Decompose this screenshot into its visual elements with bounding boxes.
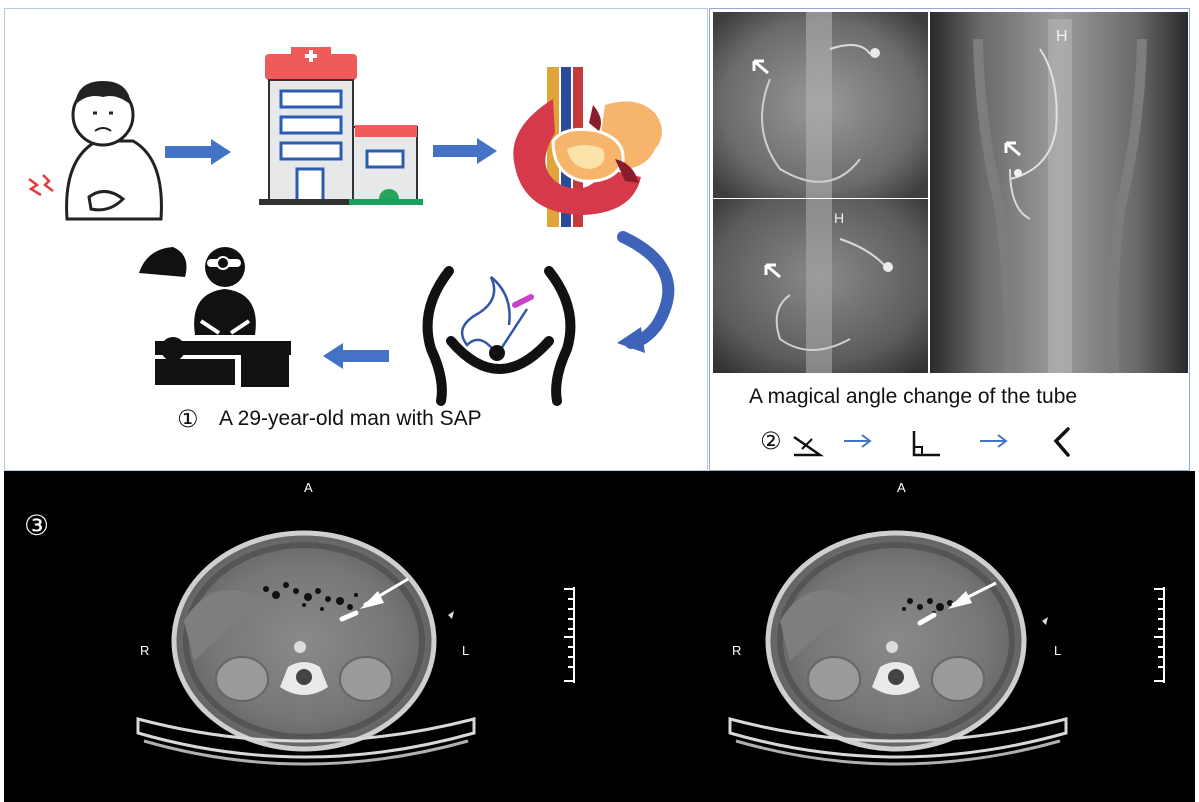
tube-angle-sequence: ② (760, 427, 1070, 457)
ct-slice-right: A R L (728, 480, 1165, 766)
xray-label-bottom: H (1056, 28, 1068, 45)
ct-left-left-label: L (462, 643, 469, 658)
xray-panel: H H A magical angle change of the tube ② (709, 8, 1190, 471)
hospital-icon (259, 47, 423, 205)
clinical-course-panel: ① A 29-year-old man with SAP (4, 8, 708, 471)
right-angle-icon (912, 431, 940, 457)
arrow-right-icon (980, 434, 1008, 448)
patient-icon (28, 81, 163, 221)
curved-arrow-to-drainage (617, 231, 675, 353)
xray-right: H (930, 12, 1188, 374)
ct-slice-left: A R L (136, 480, 575, 766)
xray-figure: H H A magical angle change of the tube ② (713, 12, 1188, 457)
ct-right-anterior: A (897, 480, 906, 495)
clinical-course-diagram: ① A 29-year-old man with SAP (28, 47, 675, 433)
ct-panel: ③ A R L (4, 471, 1195, 802)
panel2-caption: A magical angle change of the tube (749, 385, 1077, 408)
ct-figure: ③ A R L (24, 480, 1165, 766)
ct-left-anterior: A (304, 480, 313, 495)
surgery-icon (139, 247, 291, 387)
ct-marker: ③ (24, 510, 49, 541)
xray-bottom-left: H (713, 199, 928, 373)
angle-marker: ② (760, 428, 782, 455)
arrow-to-pancreas (433, 138, 497, 164)
ct-right-scale-bar (1154, 587, 1165, 683)
arrow-right-icon (844, 434, 872, 448)
arrow-to-surgery (323, 343, 389, 369)
caption-marker: ① (177, 406, 199, 433)
drainage-abdomen-icon (422, 266, 576, 406)
panel1-caption: A 29-year-old man with SAP (219, 407, 482, 430)
ct-left-scale-bar (564, 587, 575, 683)
ct-left-right-label: R (140, 643, 149, 658)
pancreas-icon (513, 67, 662, 227)
acute-angle-icon (793, 435, 825, 457)
ct-right-left-label: L (1054, 643, 1061, 658)
xray-label-top: H (834, 210, 844, 226)
obtuse-angle-icon (1053, 427, 1070, 457)
xray-top-left (713, 12, 928, 198)
ct-right-right-label: R (732, 643, 741, 658)
arrow-to-hospital (165, 139, 231, 165)
